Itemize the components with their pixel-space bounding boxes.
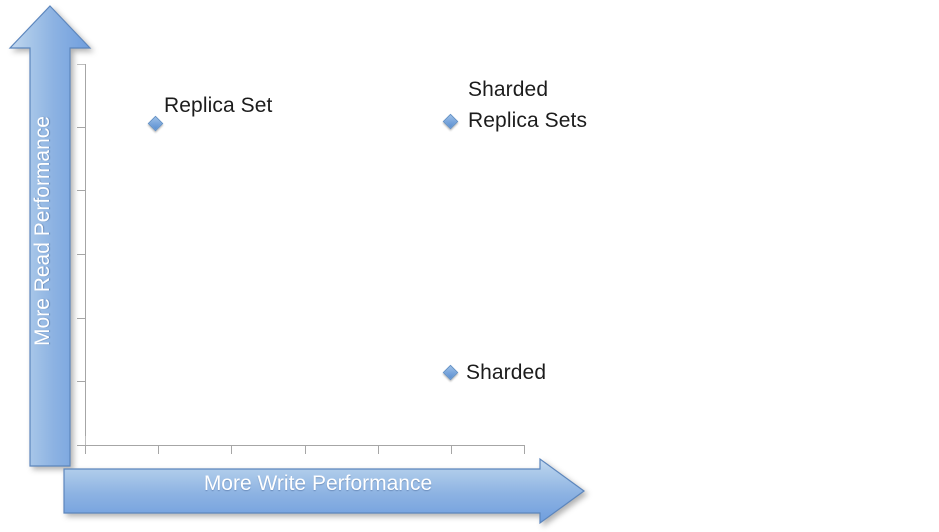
- x-axis-tick: [378, 445, 379, 454]
- x-axis-tick: [231, 445, 232, 454]
- y-axis-tick: [77, 445, 85, 446]
- y-axis-arrow: More Read Performance: [8, 4, 92, 468]
- y-axis-line: [85, 64, 86, 446]
- y-axis-tick: [77, 318, 85, 319]
- data-point-replica-set[interactable]: [147, 115, 164, 132]
- data-label-sharded-replica-sets-line2: Replica Sets: [468, 109, 588, 132]
- x-axis-tick: [305, 445, 306, 454]
- data-point-sharded-replica-sets[interactable]: [442, 113, 459, 130]
- x-axis-tick: [524, 445, 525, 454]
- data-point-sharded[interactable]: [442, 364, 459, 381]
- plot-area: Replica Set Sharded Replica Sets Sharded: [77, 64, 587, 454]
- data-label-sharded-replica-sets-line1: Sharded: [468, 78, 549, 101]
- x-axis-tick: [158, 445, 159, 454]
- y-axis-tick: [77, 127, 85, 128]
- x-axis-arrow: [62, 457, 586, 525]
- x-axis-tick: [451, 445, 452, 454]
- x-axis-tick: [85, 436, 86, 445]
- data-label-replica-set: Replica Set: [164, 94, 273, 117]
- x-axis-tick: [85, 445, 86, 454]
- y-axis-tick: [77, 381, 85, 382]
- y-axis-tick: [77, 254, 85, 255]
- y-axis-tick: [77, 64, 85, 65]
- y-axis-tick: [77, 190, 85, 191]
- data-label-sharded: Sharded: [466, 361, 547, 384]
